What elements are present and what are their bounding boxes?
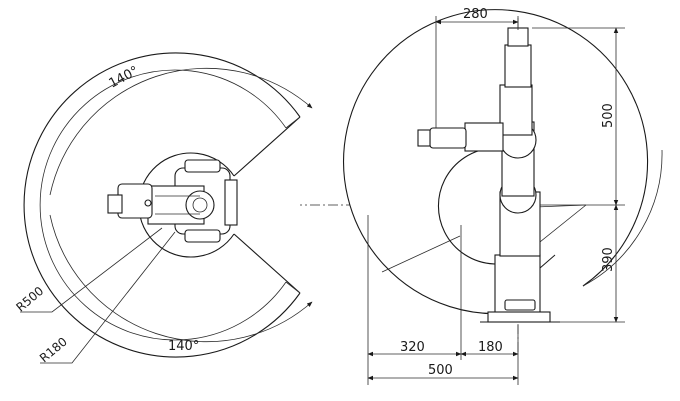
- base-bottom-flange: [184, 229, 221, 243]
- inner-work-envelope: [39, 69, 287, 341]
- radius-outer-label: R500: [13, 284, 46, 315]
- base-side-block: [224, 179, 238, 226]
- wedge-upper-line: [233, 116, 301, 177]
- dim-500h-label: 500: [428, 363, 453, 378]
- side-column: [499, 84, 533, 136]
- side-envelope-return: [582, 149, 663, 287]
- radius-outer-leader: [20, 227, 163, 313]
- joint-bolt: [144, 199, 152, 207]
- top-view: 140° 140° R500 R180: [13, 52, 630, 365]
- side-horizontal-arm: [464, 122, 504, 152]
- wedge-lower-tick: [285, 281, 301, 294]
- side-base-foot: [504, 299, 536, 311]
- turntable-inner-circle: [192, 197, 208, 213]
- wedge-lower-line: [233, 233, 301, 294]
- dim-280-label: 280: [463, 7, 488, 22]
- dim-500v-label: 500: [601, 103, 616, 128]
- side-top-cap: [507, 27, 529, 47]
- side-tool-flange: [417, 129, 431, 147]
- lower-body-diagonal: [539, 254, 556, 269]
- turntable-circle: [185, 190, 215, 220]
- angle-arc-bottom: [49, 214, 313, 343]
- side-top-arm: [504, 44, 532, 88]
- angle-label-bottom: 140°: [168, 339, 199, 354]
- dim-180-label: 180: [478, 340, 503, 355]
- dim-390-label: 390: [601, 247, 616, 272]
- wrist-housing: [107, 194, 123, 214]
- side-base-plate: [487, 311, 551, 323]
- side-end-effector: [429, 127, 467, 149]
- angle-arc-top: [49, 67, 313, 196]
- base-top-flange: [184, 159, 221, 173]
- side-envelope-radial-b: [381, 235, 461, 273]
- side-view: 280 500 390 320 180 500: [343, 7, 663, 385]
- radius-inner-leader: [40, 231, 176, 364]
- dim-320-label: 320: [400, 340, 425, 355]
- radius-inner-label: R180: [37, 334, 70, 365]
- wedge-upper-tick: [285, 116, 301, 129]
